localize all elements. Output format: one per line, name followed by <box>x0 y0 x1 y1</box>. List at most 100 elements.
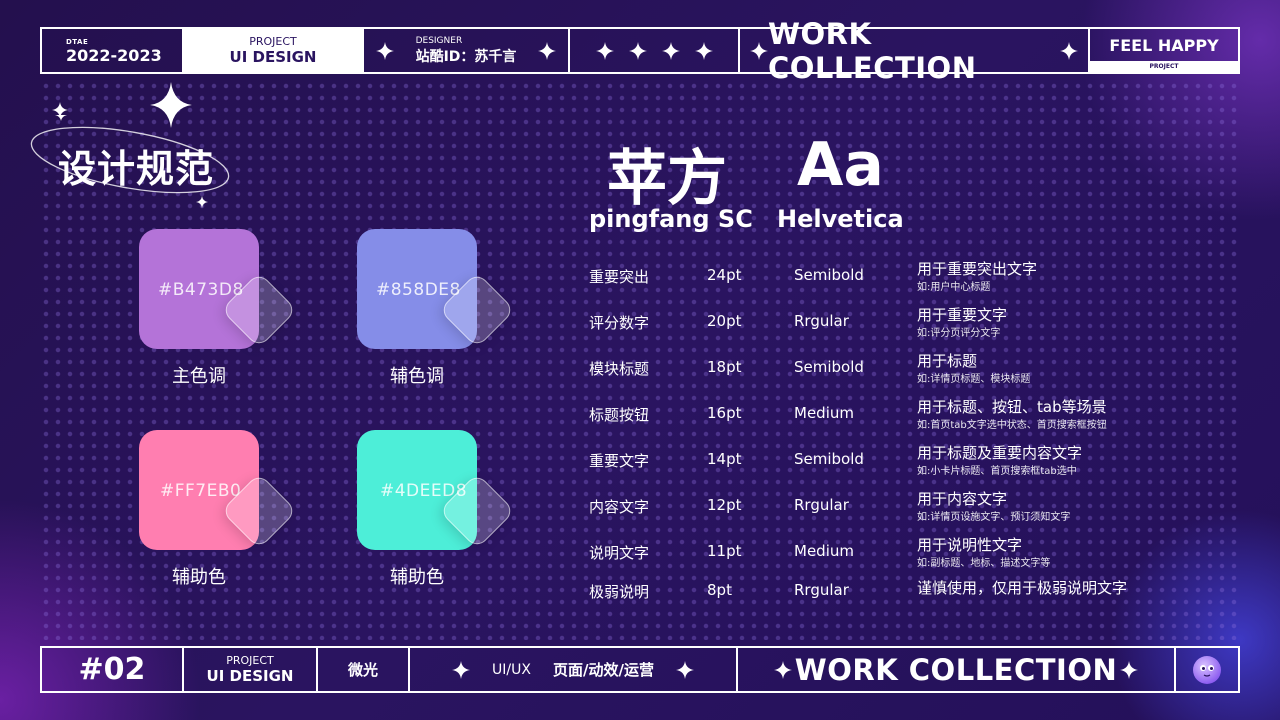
type-row: 重要突出 24pt Semibold 用于重要突出文字 如:用户中心标题 <box>589 260 1189 302</box>
type-size: 24pt <box>707 266 742 284</box>
footer-categories: 页面/动效/运营 <box>553 661 654 679</box>
footer-work-collection-title: WORK COLLECTION <box>794 652 1118 687</box>
footer-project-label: PROJECT <box>226 654 274 667</box>
type-example: 如:副标题、地标、描述文字等 <box>917 558 1051 569</box>
footer-project-cell: PROJECT UI DESIGN <box>184 648 318 691</box>
footer-brand: 微光 <box>318 648 410 691</box>
type-name: 模块标题 <box>589 360 650 378</box>
work-collection-cell: WORK COLLECTION <box>740 17 1090 85</box>
designer-label: DESIGNER <box>415 35 463 46</box>
swatch-hex: #858DE8 <box>376 280 461 300</box>
type-name: 说明文字 <box>589 544 650 562</box>
date-value: 2022-2023 <box>66 46 162 65</box>
type-weight: Semibold <box>794 450 864 468</box>
type-usage: 用于重要突出文字 <box>917 260 1038 278</box>
footer-work-collection-cell: WORK COLLECTION <box>738 648 1176 691</box>
type-row: 标题按钮 16pt Medium 用于标题、按钮、tab等场景 如:首页tab文… <box>589 398 1189 440</box>
type-weight: Semibold <box>794 266 864 284</box>
footer-avatar-cell <box>1176 648 1238 691</box>
designer-value: 站酷ID：苏千言 <box>415 48 517 65</box>
type-size: 20pt <box>707 312 742 330</box>
feel-happy-sub: PROJECT <box>1090 61 1238 72</box>
type-weight: Rrgular <box>794 496 849 514</box>
sparkle-icon <box>628 41 647 60</box>
date-label: DTAE <box>66 38 89 46</box>
type-name: 重要突出 <box>589 268 650 286</box>
swatch-label: 辅色调 <box>390 366 444 387</box>
swatch-label: 辅助色 <box>172 567 226 588</box>
type-usage: 用于标题及重要内容文字 <box>917 444 1083 462</box>
type-name: 极弱说明 <box>589 583 650 601</box>
feel-happy-cell: FEEL HAPPY PROJECT <box>1090 29 1238 72</box>
type-example: 如:用户中心标题 <box>917 282 991 293</box>
designer-cell: DESIGNER 站酷ID：苏千言 <box>364 29 570 72</box>
project-value: UI DESIGN <box>229 48 317 66</box>
avatar-face-icon <box>1193 655 1221 684</box>
sparkle-icon <box>676 660 694 679</box>
sparkle-icon <box>661 41 680 60</box>
section-title: 设计规范 <box>58 147 215 191</box>
type-name: 标题按钮 <box>589 406 650 424</box>
type-size: 11pt <box>707 542 742 560</box>
sparkle-icon <box>538 41 556 60</box>
swatch-primary <box>139 229 259 349</box>
type-size: 16pt <box>707 404 742 422</box>
sparkle-icon <box>694 41 713 60</box>
swatch-hex: #FF7EB0 <box>160 481 242 501</box>
type-usage: 用于标题 <box>917 352 978 370</box>
type-name: 评分数字 <box>589 314 650 332</box>
feel-happy-text: FEEL HAPPY <box>1109 35 1219 55</box>
font-name-cn: pingfang SC <box>589 205 753 233</box>
type-usage: 用于内容文字 <box>917 490 1008 508</box>
type-weight: Semibold <box>794 358 864 376</box>
type-size: 18pt <box>707 358 742 376</box>
type-size: 14pt <box>707 450 742 468</box>
type-name: 重要文字 <box>589 452 650 470</box>
type-row: 重要文字 14pt Semibold 用于标题及重要内容文字 如:小卡片标题、首… <box>589 444 1189 486</box>
type-example: 如:评分页评分文字 <box>917 328 1001 339</box>
date-cell: DTAE 2022-2023 <box>42 29 184 72</box>
type-name: 内容文字 <box>589 498 650 516</box>
type-usage: 谨慎使用，仅用于极弱说明文字 <box>917 579 1128 597</box>
footer-uiux: UI/UX <box>492 661 531 678</box>
sparkle-icon <box>595 41 614 60</box>
swatch-accent-pink <box>139 430 259 550</box>
footer-categories-cell: UI/UX 页面/动效/运营 <box>410 648 738 691</box>
type-row: 说明文字 11pt Medium 用于说明性文字 如:副标题、地标、描述文字等 <box>589 536 1189 578</box>
sparkle-icon <box>1120 660 1138 679</box>
sparkle-icon <box>750 41 768 60</box>
swatch-label: 主色调 <box>172 366 226 387</box>
font-sample-en: Aa <box>797 130 884 200</box>
type-size: 12pt <box>707 496 742 514</box>
sparkle-small-icon <box>52 102 68 118</box>
swatch-label: 辅助色 <box>390 567 444 588</box>
type-size: 8pt <box>707 581 732 599</box>
page-number: #02 <box>42 648 184 691</box>
type-weight: Rrgular <box>794 581 849 599</box>
type-example: 如:首页tab文字选中状态、首页搜索框按钮 <box>917 420 1107 431</box>
font-name-en: Helvetica <box>777 205 904 233</box>
type-usage: 用于标题、按钮、tab等场景 <box>917 398 1107 416</box>
type-usage: 用于重要文字 <box>917 306 1008 324</box>
footer-project-value: UI DESIGN <box>206 667 294 685</box>
type-example: 如:详情页设施文字、预订须知文字 <box>917 512 1071 523</box>
type-row: 极弱说明 8pt Rrgular 谨慎使用，仅用于极弱说明文字 <box>589 577 1189 617</box>
type-weight: Medium <box>794 404 854 422</box>
sparkle-icon <box>774 660 792 679</box>
type-weight: Medium <box>794 542 854 560</box>
sparkle-icon <box>452 660 470 679</box>
type-example: 如:小卡片标题、首页搜索框tab选中 <box>917 466 1077 477</box>
header-bar: DTAE 2022-2023 PROJECT UI DESIGN DESIGNE… <box>40 17 1240 85</box>
stars-cell <box>570 29 740 72</box>
swatch-secondary <box>357 229 477 349</box>
orbit-decoration <box>30 115 230 194</box>
type-row: 评分数字 20pt Rrgular 用于重要文字 如:评分页评分文字 <box>589 306 1189 348</box>
type-weight: Rrgular <box>794 312 849 330</box>
type-row: 模块标题 18pt Semibold 用于标题 如:详情页标题、模块标题 <box>589 352 1189 394</box>
type-example: 如:详情页标题、模块标题 <box>917 374 1031 385</box>
type-usage: 用于说明性文字 <box>917 536 1023 554</box>
swatch-accent-teal <box>357 430 477 550</box>
swatch-hex: #B473D8 <box>158 280 244 300</box>
type-row: 内容文字 12pt Rrgular 用于内容文字 如:详情页设施文字、预订须知文… <box>589 490 1189 532</box>
sparkle-icon <box>1060 41 1078 60</box>
